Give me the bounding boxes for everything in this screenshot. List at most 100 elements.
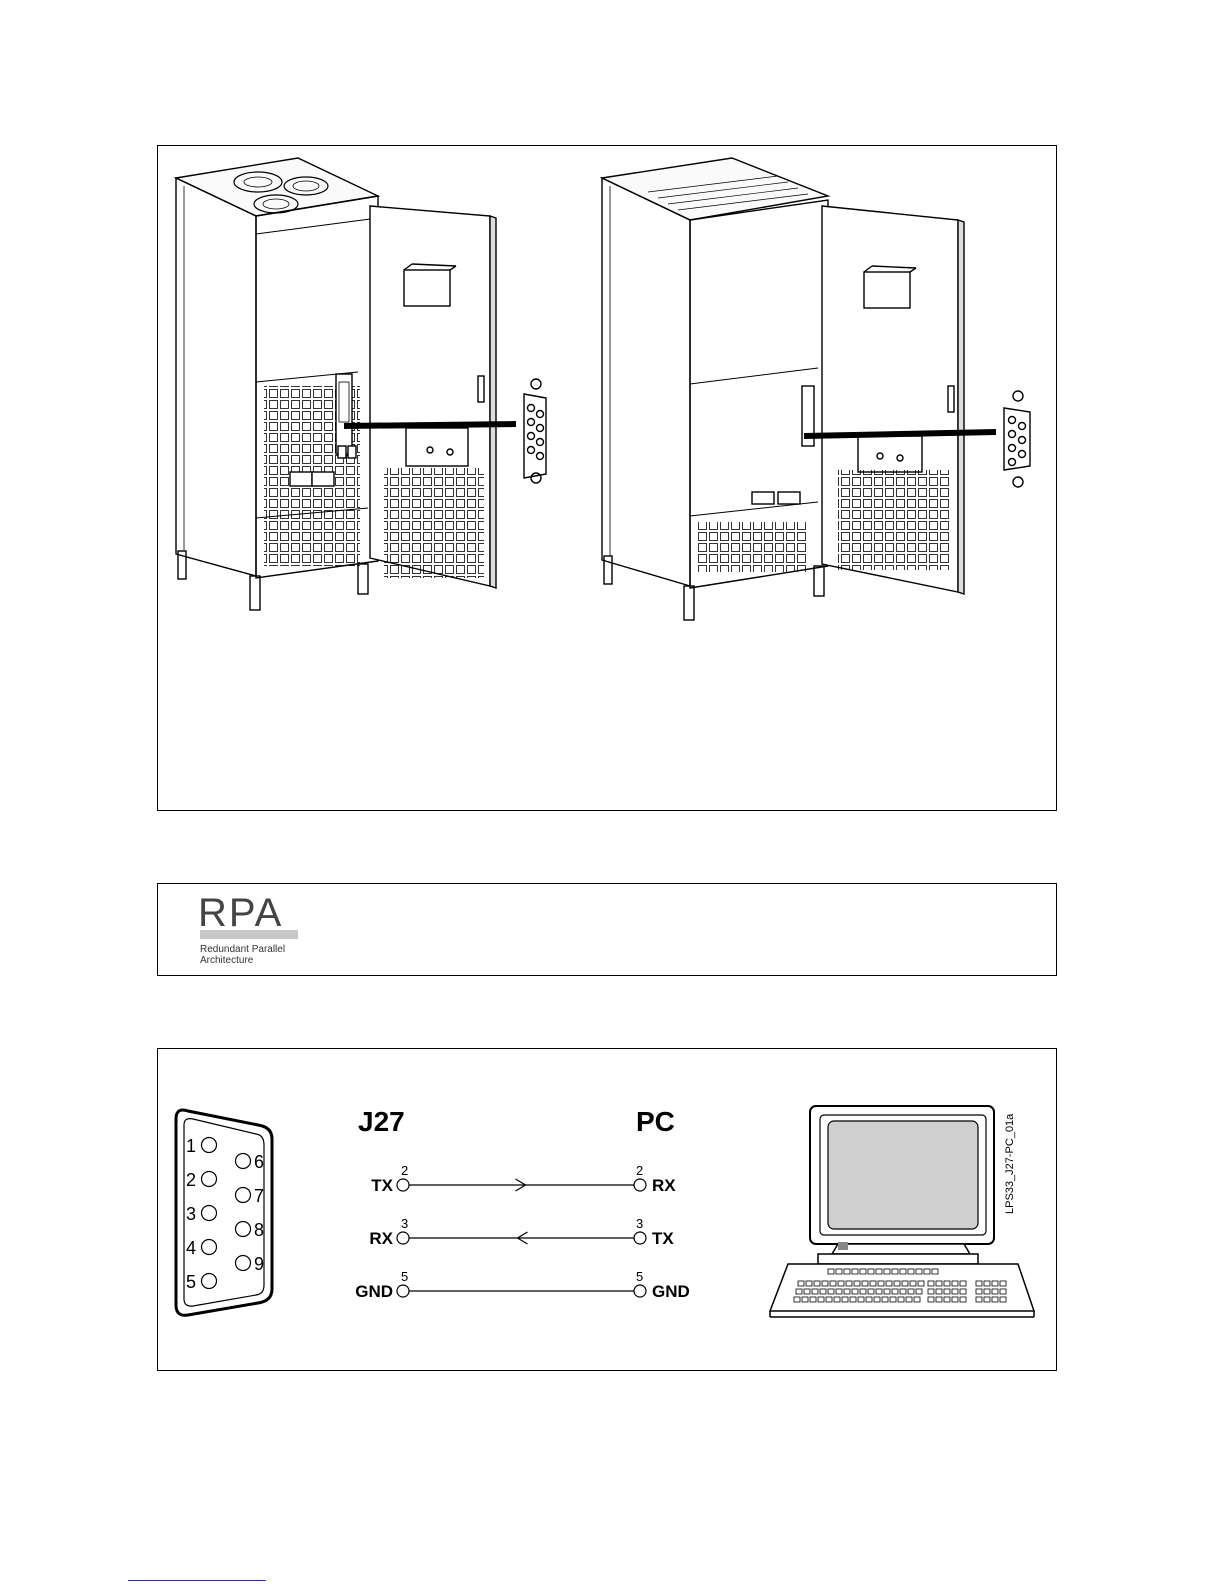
wire-right-pin: 3 bbox=[636, 1216, 643, 1231]
keyboard-key bbox=[874, 1297, 880, 1302]
db9-pin bbox=[202, 1240, 217, 1255]
keyboard-key bbox=[828, 1269, 834, 1274]
keyboard-key bbox=[924, 1269, 930, 1274]
db9-pin bbox=[236, 1188, 251, 1203]
db9-pin-label: 9 bbox=[254, 1254, 264, 1274]
keyboard-key bbox=[836, 1289, 842, 1294]
keyboard-key bbox=[952, 1297, 958, 1302]
keyboard-key bbox=[1000, 1281, 1006, 1286]
keyboard-key bbox=[838, 1281, 844, 1286]
keyboard-key bbox=[834, 1297, 840, 1302]
footer-rule bbox=[128, 1580, 266, 1581]
wire-left-label: TX bbox=[371, 1176, 393, 1195]
keyboard-key bbox=[936, 1297, 942, 1302]
keyboard-key bbox=[798, 1281, 804, 1286]
rpa-logo: RPA Redundant Parallel Architecture bbox=[158, 884, 1058, 977]
keyboard-key bbox=[952, 1281, 958, 1286]
wire-left-pin: 3 bbox=[401, 1216, 408, 1231]
rpa-logo-box: RPA Redundant Parallel Architecture bbox=[157, 883, 1057, 976]
keyboard-key bbox=[866, 1297, 872, 1302]
keyboard-key bbox=[842, 1297, 848, 1302]
keyboard-key bbox=[914, 1297, 920, 1302]
keyboard-key bbox=[900, 1289, 906, 1294]
db9-pin-label: 1 bbox=[186, 1136, 196, 1156]
db9-pin bbox=[202, 1274, 217, 1289]
keyboard-key bbox=[876, 1289, 882, 1294]
keyboard-key bbox=[900, 1269, 906, 1274]
rpa-logo-mark: RPA bbox=[198, 891, 283, 935]
keyboard-key bbox=[976, 1289, 982, 1294]
keyboard-key bbox=[936, 1281, 942, 1286]
keyboard-key bbox=[822, 1281, 828, 1286]
wire-left-label: GND bbox=[355, 1282, 393, 1301]
keyboard-key bbox=[910, 1281, 916, 1286]
cabinet-connection-figure bbox=[157, 145, 1057, 811]
keyboard-key bbox=[844, 1269, 850, 1274]
keyboard-key bbox=[892, 1289, 898, 1294]
keyboard-key bbox=[960, 1281, 966, 1286]
keyboard-key bbox=[1000, 1289, 1006, 1294]
keyboard-key bbox=[862, 1281, 868, 1286]
db9-pin-label: 6 bbox=[254, 1152, 264, 1172]
keyboard-key bbox=[890, 1297, 896, 1302]
keyboard-key bbox=[836, 1269, 842, 1274]
db9-pin bbox=[202, 1138, 217, 1153]
keyboard-key bbox=[828, 1289, 834, 1294]
keyboard-key bbox=[984, 1289, 990, 1294]
keyboard-key bbox=[860, 1269, 866, 1274]
pc-header: PC bbox=[636, 1106, 675, 1137]
db9-pin bbox=[236, 1222, 251, 1237]
wire-right-label: RX bbox=[652, 1176, 676, 1195]
db9-pin-label: 2 bbox=[186, 1170, 196, 1190]
keyboard-key bbox=[850, 1297, 856, 1302]
keyboard-key bbox=[992, 1281, 998, 1286]
right-cabinet bbox=[602, 158, 1030, 620]
wire-row: TX 2 2RX bbox=[371, 1163, 676, 1195]
keyboard-key bbox=[936, 1289, 942, 1294]
cabinet-illustration bbox=[158, 146, 1058, 812]
keyboard-key bbox=[854, 1281, 860, 1286]
wire-right-label: GND bbox=[652, 1282, 690, 1301]
db9-pin bbox=[236, 1256, 251, 1271]
db9-pin bbox=[236, 1154, 251, 1169]
keyboard-key bbox=[960, 1289, 966, 1294]
rpa-logo-line1: Redundant Parallel bbox=[200, 944, 285, 955]
wire-left-pin: 2 bbox=[401, 1163, 408, 1178]
keyboard-key bbox=[852, 1269, 858, 1274]
db9-pin bbox=[202, 1206, 217, 1221]
j27-header: J27 bbox=[358, 1106, 405, 1137]
wire-right-pin: 2 bbox=[636, 1163, 643, 1178]
db9-pins-left: 12345 bbox=[186, 1136, 217, 1292]
keyboard-key bbox=[794, 1297, 800, 1302]
keyboard-key bbox=[818, 1297, 824, 1302]
wire-right-terminal bbox=[634, 1232, 646, 1244]
keyboard-key bbox=[952, 1289, 958, 1294]
keyboard-key bbox=[976, 1281, 982, 1286]
keyboard-key bbox=[882, 1297, 888, 1302]
wire-right-terminal bbox=[634, 1285, 646, 1297]
keyboard-key bbox=[894, 1281, 900, 1286]
keyboard-key bbox=[992, 1297, 998, 1302]
keyboard-key bbox=[984, 1297, 990, 1302]
db9-pin-label: 4 bbox=[186, 1238, 196, 1258]
keyboard-key bbox=[1000, 1297, 1006, 1302]
dsub-connector-detail-left bbox=[524, 379, 546, 483]
keyboard-key bbox=[916, 1269, 922, 1274]
keyboard-key bbox=[944, 1297, 950, 1302]
keyboard-key bbox=[860, 1289, 866, 1294]
wire-right-terminal bbox=[634, 1179, 646, 1191]
keyboard-key bbox=[908, 1289, 914, 1294]
left-cabinet bbox=[176, 158, 546, 610]
keyboard-key bbox=[960, 1297, 966, 1302]
db9-pin-label: 8 bbox=[254, 1220, 264, 1240]
keyboard-key bbox=[884, 1269, 890, 1274]
keyboard-key bbox=[858, 1297, 864, 1302]
wire-right-pin: 5 bbox=[636, 1269, 643, 1284]
rpa-logo-line2: Architecture bbox=[200, 955, 254, 966]
keyboard-key bbox=[844, 1289, 850, 1294]
wire-left-pin: 5 bbox=[401, 1269, 408, 1284]
